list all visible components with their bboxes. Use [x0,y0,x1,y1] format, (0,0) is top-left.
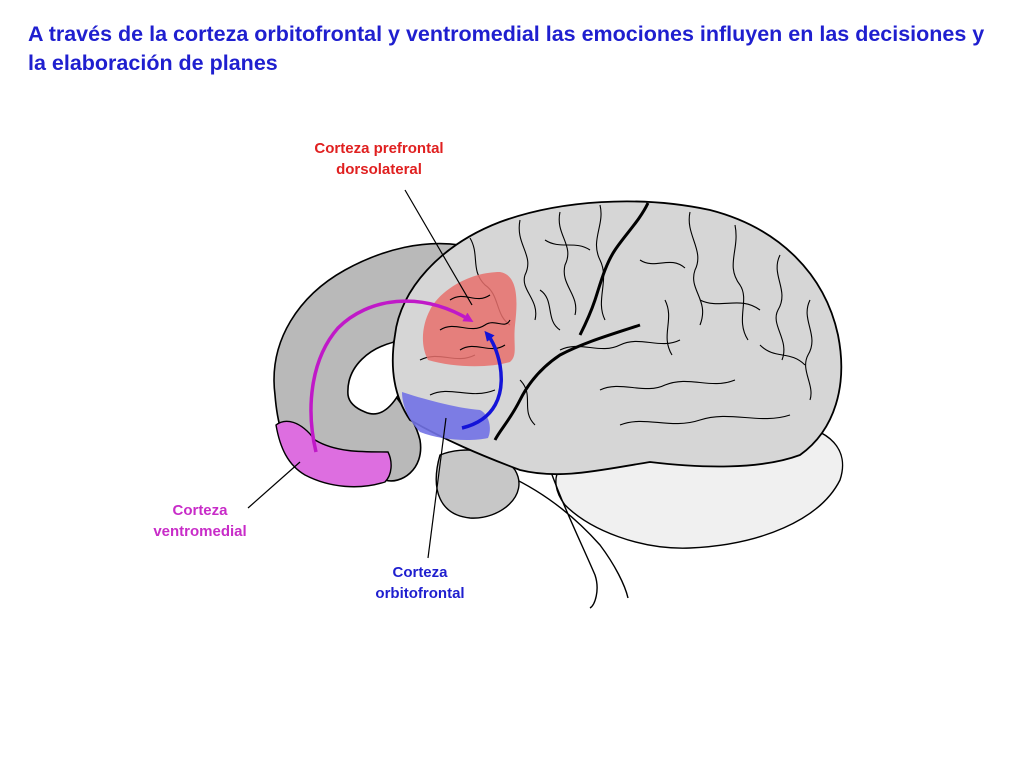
label-dorsolateral-line2: dorsolateral [336,161,422,178]
leader-line-dorsolateral [404,189,473,306]
central-sulcus [578,202,650,336]
lateral-fissure [493,323,641,441]
label-ventromedial-line2: ventromedial [153,523,247,540]
label-ventromedial-line1: Corteza [172,502,228,519]
label-orbitofrontal-line2: orbitofrontal [375,585,465,602]
label-ventromedial: Corteza ventromedial [130,500,270,542]
label-dorsolateral-line1: Corteza prefrontal [314,140,444,157]
label-orbitofrontal-line1: Corteza [392,564,448,581]
slide-title: A través de la corteza orbitofrontal y v… [28,22,985,75]
ventromedial-arrow [309,299,474,453]
leader-line-ventromedial [247,461,301,509]
dorsolateral-gyri [439,294,511,351]
orbitofrontal-arrow [461,330,503,430]
gyri-lines [419,204,813,426]
label-orbitofrontal: Corteza orbitofrontal [350,562,490,604]
label-dorsolateral: Corteza prefrontal dorsolateral [290,138,468,180]
lateral-hemisphere [391,200,843,476]
leader-line-orbitofrontal [427,417,447,559]
